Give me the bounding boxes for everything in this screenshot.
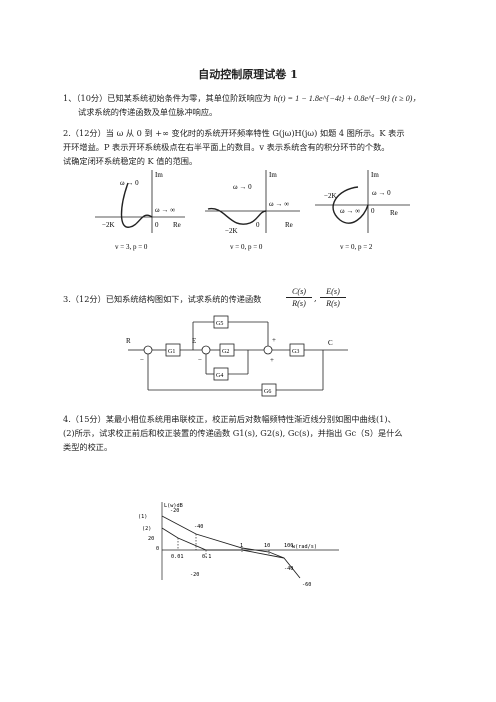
slope-label: -60	[302, 582, 311, 588]
curve-1-label: (1)	[138, 514, 147, 520]
q1-text: 1、（10分）已知某系统初始条件为零，其单位阶跃响应为	[63, 93, 272, 103]
omega-zero-label: ω → 0	[233, 183, 252, 191]
omega-inf-label: ω → ∞	[269, 200, 289, 208]
nyquist-curve	[207, 207, 267, 225]
summing-junction-1	[143, 345, 153, 355]
frac1-denominator: R(s)	[292, 299, 306, 308]
slope-label: -40	[284, 566, 293, 572]
summing-junction-2	[201, 345, 211, 355]
g4-label: G4	[216, 373, 223, 379]
im-label: Im	[371, 171, 379, 179]
summing-junction-3	[263, 345, 273, 355]
origin-label: 0	[156, 546, 159, 552]
omega-inf-label: ω → ∞	[340, 207, 360, 215]
re-label: Re	[285, 221, 293, 229]
fraction-c-over-r: C(s) R(s)	[286, 286, 312, 309]
q4-line1: 4.（15分）某最小相位系统用串联校正，校正前后对数幅频特性渐近线分别如图中曲线…	[63, 414, 396, 424]
nyquist-plot-2: Im Re ω → 0 ω → ∞ −2K 0 v = 0, p = 0	[205, 170, 300, 251]
page-title: 自动控制原理试卷 1	[198, 68, 298, 81]
omega-zero-label: ω → 0	[372, 189, 391, 197]
curve-1	[161, 515, 301, 579]
gain-label: −2K	[225, 227, 238, 235]
tick-label: 0.01	[171, 554, 184, 560]
nyquist-plot-3: Im Re ω → 0 ω → ∞ −2K 0 v = 0, p = 2	[315, 170, 410, 251]
origin-label: 0	[256, 221, 260, 229]
gain-label: −2K	[102, 221, 115, 229]
plot-caption: v = 0, p = 2	[340, 243, 373, 251]
q4-line2: (2)所示，试求校正前后和校正装置的传递函数 G1(s), G2(s), Gc(…	[63, 428, 403, 438]
origin-label: 0	[371, 207, 375, 215]
bode-x-label: w(rad/s)	[292, 544, 317, 550]
frac1-numerator: C(s)	[286, 286, 312, 298]
q2-line2: 开环增益。P 表示开环系统极点在右半平面上的数目。v 表示系统含有的积分环节的个…	[63, 142, 390, 152]
level-label: 20	[148, 536, 154, 542]
q3-line1: 3.（12分）已知系统结构图如下，试求系统的传递函数	[63, 293, 261, 306]
frac2-numerator: E(s)	[320, 286, 346, 298]
input-r-label: R	[126, 337, 131, 345]
im-label: Im	[269, 171, 277, 179]
slope-label: -20	[170, 508, 179, 514]
omega-inf-label: ω → ∞	[155, 206, 175, 214]
gain-label: −2K	[324, 192, 337, 200]
g3-label: G3	[292, 349, 299, 355]
q4-line3: 类型的校正。	[63, 442, 113, 452]
bode-y-label: L(w)dB	[164, 503, 183, 509]
output-c-label: C	[328, 339, 333, 347]
nyquist-curve	[120, 182, 153, 228]
plus-sign: +	[270, 356, 274, 364]
nyquist-plot-1: Im Re ω → 0 ω → ∞ −2K 0 v = 3, p = 0	[95, 170, 185, 251]
tick-label: 10	[264, 543, 270, 549]
g2-label: G2	[222, 349, 229, 355]
q1-line2: 试求系统的传递函数及单位脉冲响应。	[78, 107, 218, 117]
minus-sign: −	[198, 356, 202, 364]
curve-2-label: (2)	[142, 526, 151, 532]
re-label: Re	[173, 221, 181, 229]
im-label: Im	[155, 171, 163, 179]
g5-label: G5	[216, 321, 223, 327]
bode-plot: L(w)dB w(rad/s) (1) (2) 0 20 0.01 0.1 1 …	[138, 502, 339, 588]
frac2-denominator: R(s)	[326, 299, 340, 308]
plot-caption: v = 3, p = 0	[115, 243, 148, 251]
origin-label: 0	[155, 221, 159, 229]
tick-label: 100	[284, 543, 293, 549]
plus-sign: +	[272, 336, 276, 344]
plot-caption: v = 0, p = 0	[230, 243, 263, 251]
g6-label: G6	[264, 389, 271, 395]
fraction-e-over-r: E(s) R(s)	[320, 286, 346, 309]
minus-sign: −	[140, 356, 144, 364]
slope-label: -40	[194, 524, 203, 530]
error-e-label: E	[192, 337, 196, 345]
g1-label: G1	[168, 349, 175, 355]
q1-line1: 1、（10分）已知某系统初始条件为零，其单位阶跃响应为 h(t) = 1 − 1…	[63, 92, 443, 105]
q2-line3: 试确定闭环系统稳定的 K 值的范围。	[63, 156, 198, 166]
slope-label: -20	[190, 572, 199, 578]
q1-formula: h(t) = 1 − 1.8e^{−4t} + 0.8e^{−9t} (t ≥ …	[273, 94, 421, 103]
q3-text: 3.（12分）已知系统结构图如下，试求系统的传递函数	[63, 294, 262, 304]
tick-label: 1	[240, 543, 243, 549]
omega-zero-label: ω → 0	[120, 179, 139, 187]
block-diagram: R E C G1 G2 G3 G4 G5 G6 + + − −	[126, 315, 348, 397]
q2-line1: 2.（12分）当 ω 从 0 到 +∞ 变化时的系统开环频率特性 G(jω)H(…	[63, 128, 405, 138]
nyquist-curve	[332, 186, 369, 224]
nyquist-plots: Im Re ω → 0 ω → ∞ −2K 0 v = 3, p = 0 Im …	[95, 170, 410, 251]
re-label: Re	[390, 209, 398, 217]
tick-label: 0.1	[202, 554, 211, 560]
